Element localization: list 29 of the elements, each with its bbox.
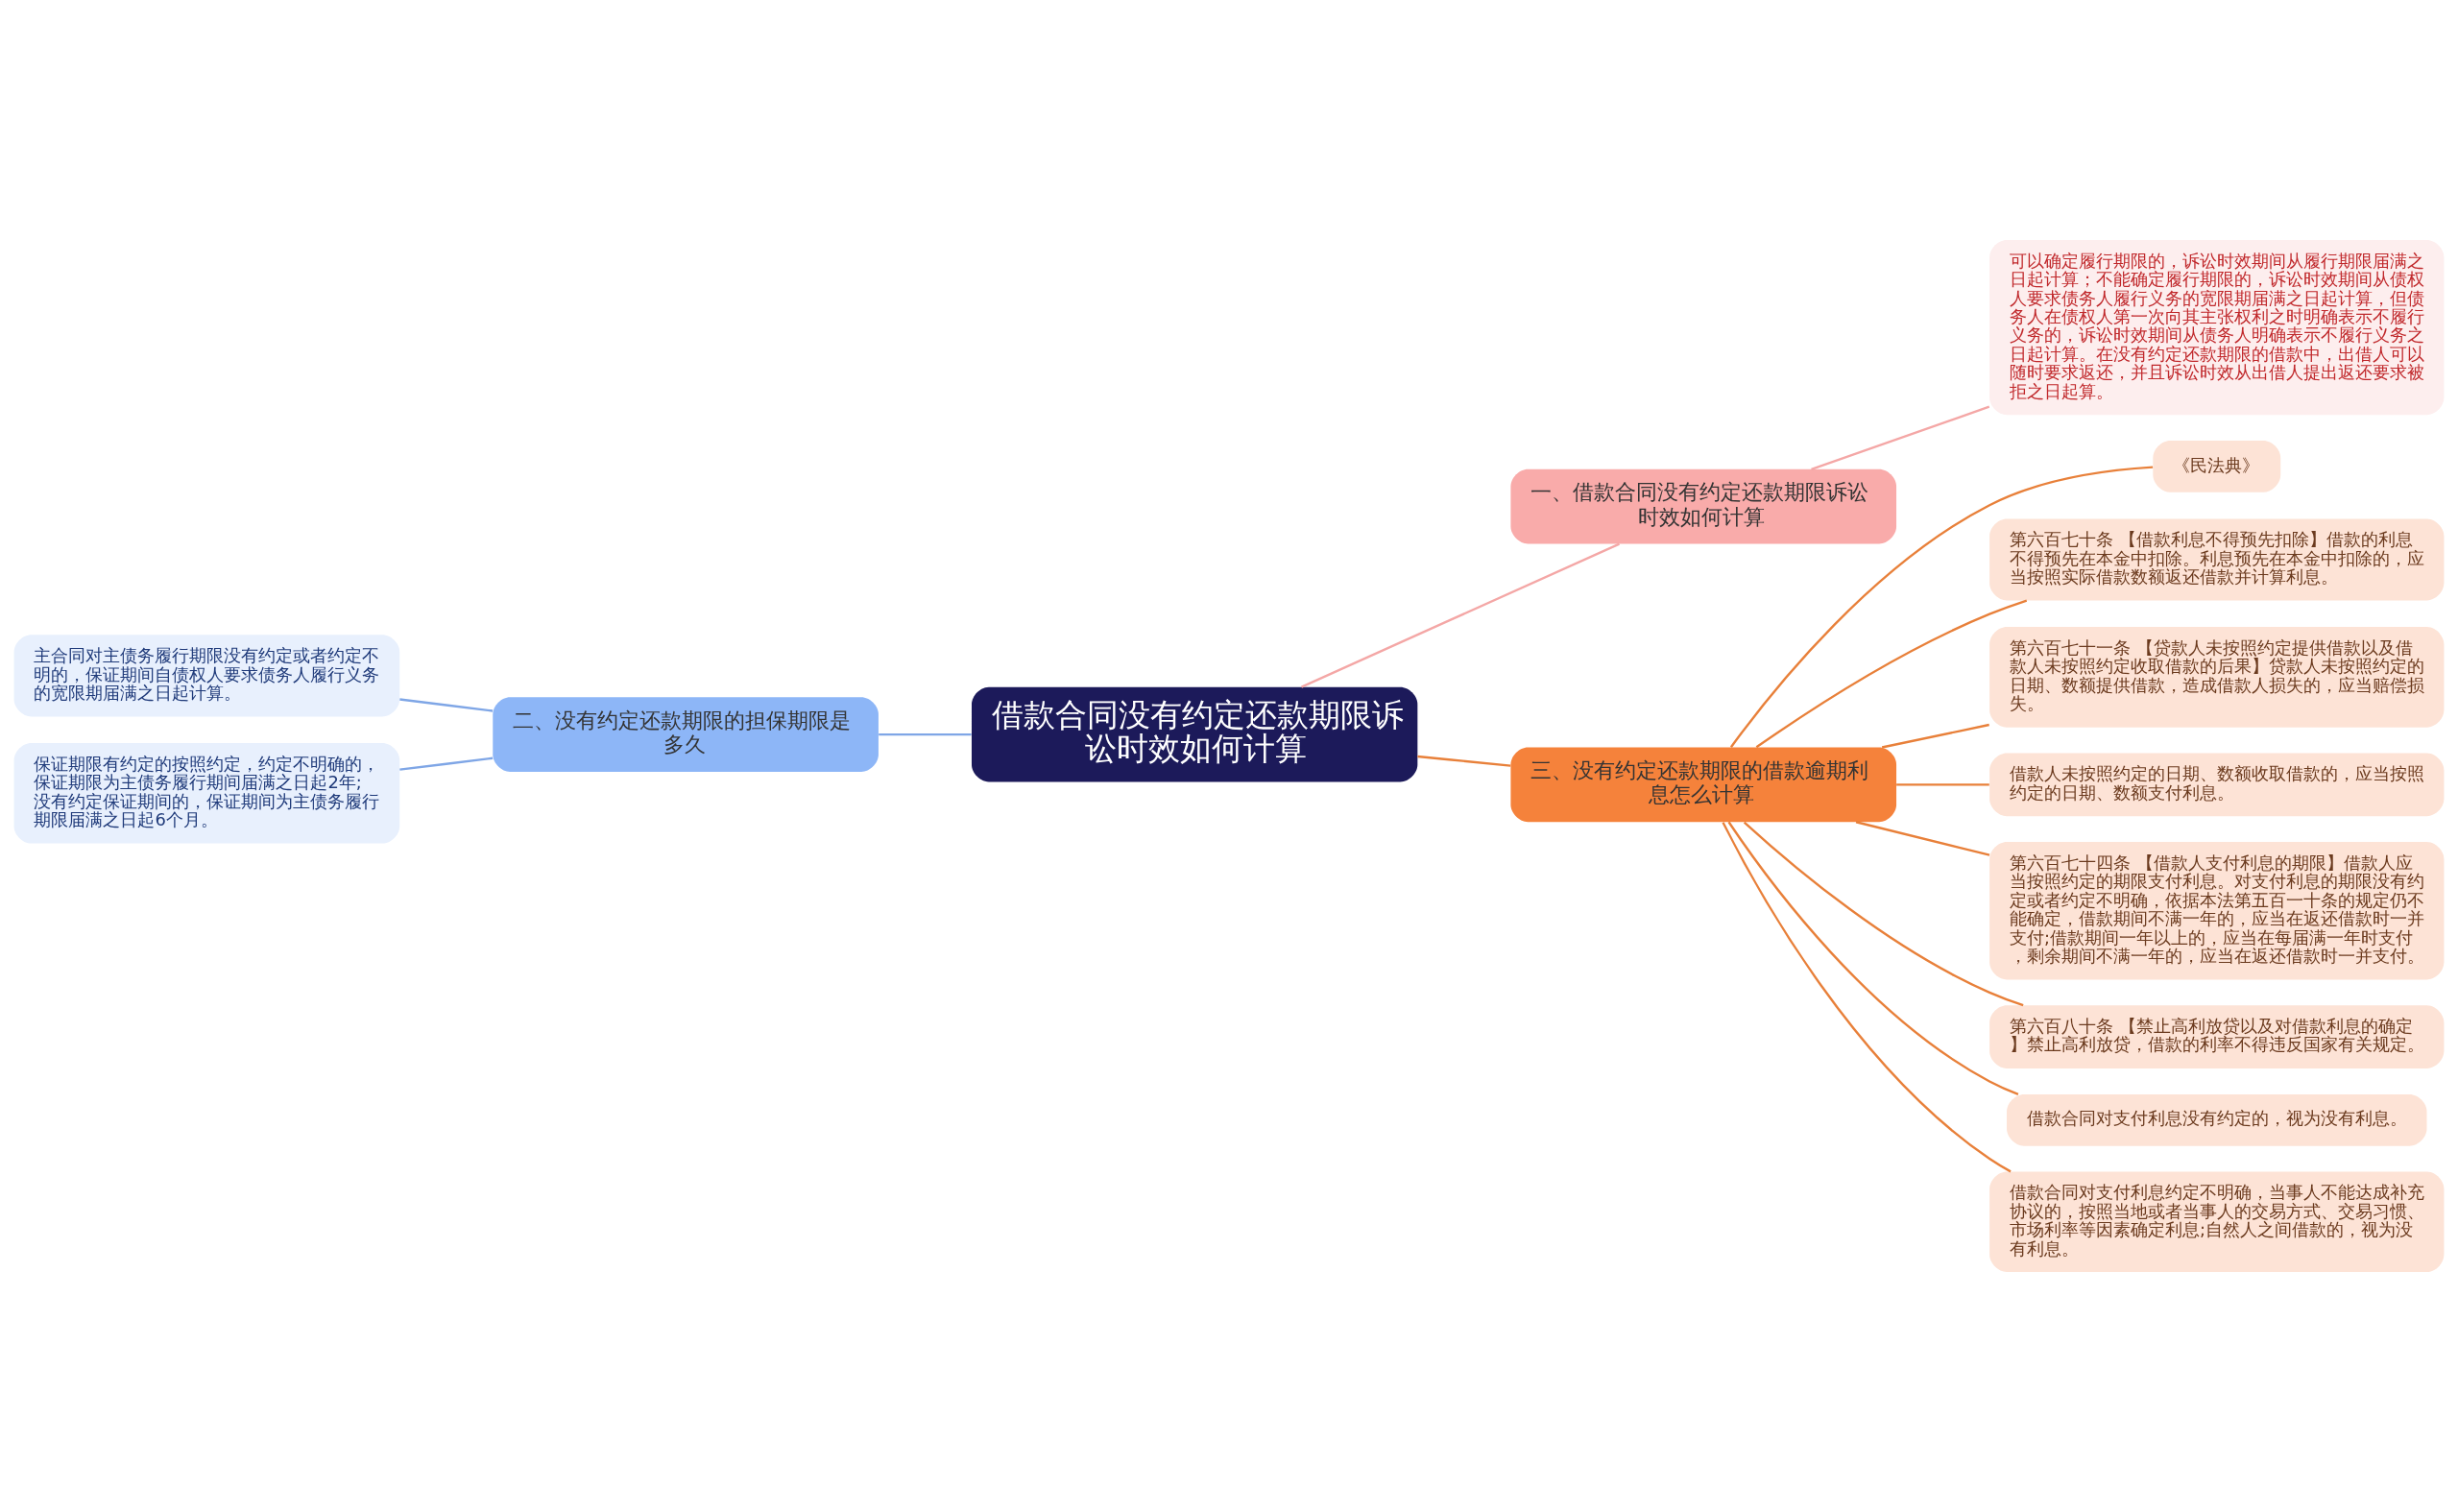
connector — [1811, 405, 1990, 470]
node-box: 第六百七十四条 【借款人支付利息的期限】借款人应当按照约定的期限支付利息。对支付利息的期限没有约定或者约定不明确，依据本法第五百一十条的规定仍不能确定，借款期间不满一年的，应当在返还借款时一并支付;借款期间一年以上的，应当在每届满一年时支付，剩余期间不满一年的，应当在返还借款时一并支付。 — [1989, 842, 2445, 980]
connector — [399, 756, 494, 771]
node-box: 保证期限有约定的按照约定，约定不明确的，保证期限为主债务履行期间届满之日起2年;没有约定保证期间的，保证期间为主债务履行期限届满之日起6个月。 — [13, 743, 400, 844]
node-box: 第六百七十一条 【贷款人未按照约定提供借款以及借款人未按照约定收取借款的后果】贷款人未按照约定的日期、数额提供借款，造成借款人损失的，应当赔偿损失。 — [1989, 627, 2445, 728]
node-box: 二、没有约定还款期限的担保期限是多久 — [493, 697, 879, 772]
node-box: 三、没有约定还款期限的借款逾期利息怎么计算 — [1510, 747, 1897, 823]
connector — [1727, 821, 2019, 1095]
connector — [1301, 542, 1620, 688]
connector — [1896, 783, 1989, 786]
node-box: 主合同对主债务履行期限没有约定或者约定不明的，保证期间自债权人要求债务人履行义务的宽限期届满之日起计算。 — [13, 635, 400, 717]
node-box: 借款合同对支付利息没有约定的，视为没有利息。 — [2007, 1093, 2427, 1146]
node-box: 一、借款合同没有约定还款期限诉讼时效如何计算 — [1510, 468, 1897, 544]
node-box: 借款人未按照约定的日期、数额收取借款的，应当按照约定的日期、数额支付利息。 — [1989, 753, 2445, 817]
node-box: 第六百八十条 【禁止高利放贷以及对借款利息的确定】禁止高利放贷，借款的利率不得违反国家有关规定。 — [1989, 1005, 2445, 1068]
connector — [1417, 755, 1511, 767]
connector — [1855, 821, 1990, 856]
connector — [1755, 599, 2028, 749]
node-box: 《民法典》 — [2153, 441, 2281, 492]
connector — [1729, 466, 2154, 748]
node-box: 借款合同对支付利息约定不明确，当事人不能达成补充协议的，按照当地或者当事人的交易方式、交易习惯、市场利率等因素确定利息;自然人之间借款的，视为没有利息。 — [1989, 1171, 2445, 1273]
connector — [879, 732, 972, 736]
connector — [1722, 822, 2012, 1173]
connector — [1743, 821, 2024, 1007]
node-box: 第六百七十条 【借款利息不得预先扣除】借款的利息不得预先在本金中扣除。利息预先在本金中扣除的，应当按照实际借款数额返还借款并计算利息。 — [1989, 518, 2445, 601]
node-box: 可以确定履行期限的，诉讼时效期间从履行期限届满之日起计算；不能确定履行期限的，诉讼时效期间从债权人要求债务人履行义务的宽限期届满之日起计算，但债务人在债权人第一次向其主张权利之时明确表示不履行义务的，诉讼时效期间从债务人明确表示不履行义务之日起计算。在没有约定还款期限的借款中，出借人可以随时要求返还，并且诉讼时效从出借人提出返还要求被拒之日起算。 — [1989, 239, 2445, 416]
node-box: 借款合同没有约定还款期限诉讼时效如何计算 — [972, 686, 1418, 782]
connector — [1881, 723, 1989, 749]
connector — [399, 698, 494, 712]
